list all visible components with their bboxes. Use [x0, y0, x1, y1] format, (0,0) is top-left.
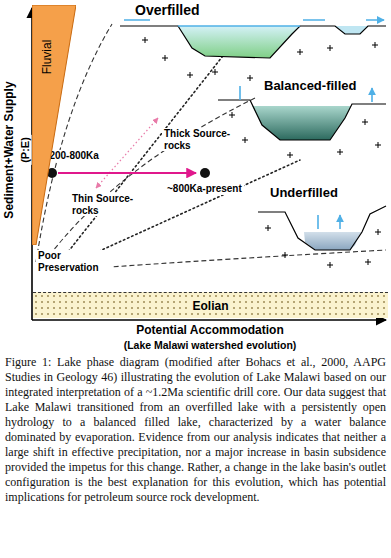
basement-crosses: [142, 37, 381, 268]
underfilled-lake: [258, 206, 386, 250]
axis-subtitle: (Lake Malawi watershed evolution): [122, 339, 299, 351]
source-rock-trend: [96, 118, 158, 188]
phase-title: Balanced-filled: [262, 79, 358, 94]
axis-unit: (P:E): [19, 135, 32, 165]
phase-title: Overfilled: [133, 2, 202, 18]
region-label: Thin Source-rocks: [70, 193, 149, 216]
region-label: Poor Preservation: [36, 250, 112, 273]
water-surface: [178, 25, 300, 27]
axis-title: Potential Accommodation: [134, 324, 286, 338]
node-text: Fluvial: [40, 40, 54, 75]
node-text: Eolian: [189, 299, 231, 313]
eolian-band: Eolian: [33, 292, 388, 318]
evaporation-arrows: [318, 215, 340, 229]
overfilled-lake: [120, 20, 386, 58]
phase-title: Underfilled: [268, 186, 340, 201]
lake-water: [178, 26, 300, 58]
basin-profile: [258, 206, 386, 250]
lake-water: [252, 106, 351, 140]
basin-profile: [218, 100, 386, 140]
state-dot: [200, 168, 210, 178]
region-label: Thick Source-rocks: [162, 128, 241, 151]
field-boundaries: [36, 24, 386, 272]
evolution-arrow: [58, 172, 196, 174]
axes: [32, 8, 386, 320]
balanced-filled-lake: [218, 86, 386, 140]
outflow-arrows: [124, 19, 384, 21]
x-axis: [32, 319, 386, 321]
wedge-shape: [32, 5, 76, 245]
age-label: ~800Ka-present: [165, 183, 244, 195]
evolution-path: [47, 168, 210, 178]
figure-caption: Figure 1: Lake phase diagram (modified a…: [5, 355, 386, 505]
wedge-fill: [32, 5, 76, 245]
basin-profile: [120, 26, 386, 58]
fluvial-wedge: Fluvial: [32, 5, 76, 245]
dashed-boundary: [40, 98, 255, 268]
axis-title: Sediment+Water Supply: [3, 79, 17, 220]
